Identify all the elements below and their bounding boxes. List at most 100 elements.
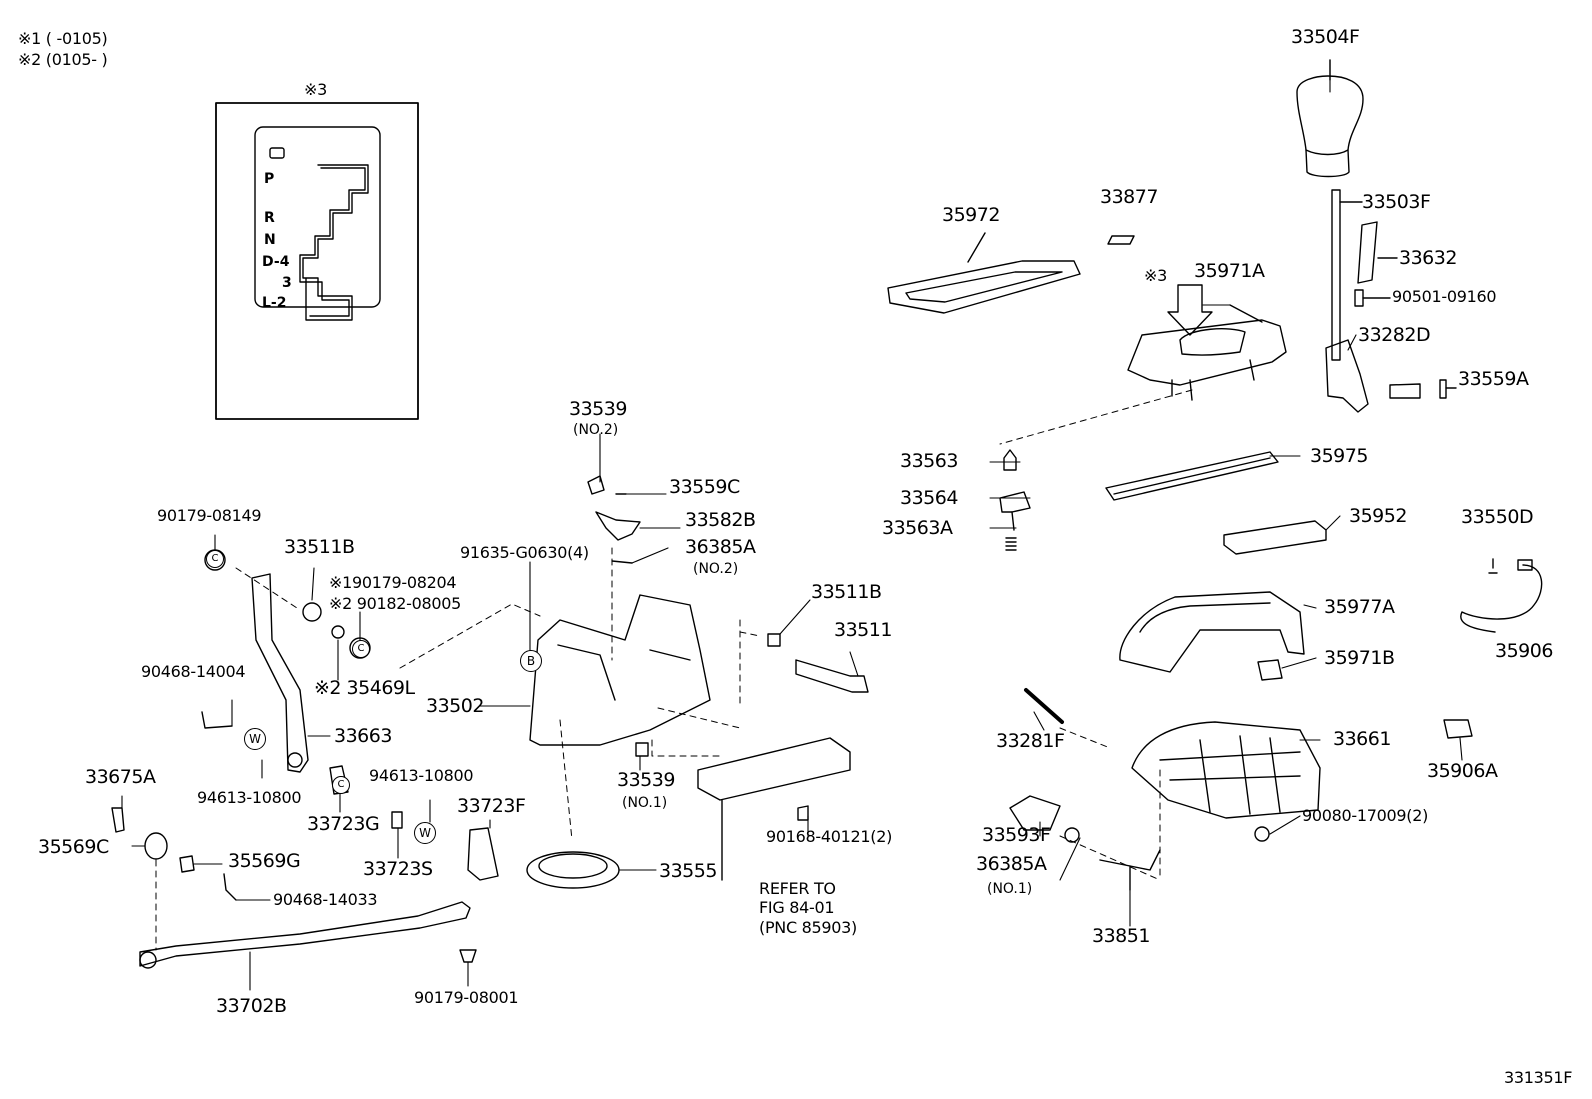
label-33582B: 33582B [685, 509, 756, 531]
refer-line-2: FIG 84-01 [759, 898, 835, 917]
pad-35952 [1223, 520, 1327, 555]
label-90179-08149: 90179-08149 [157, 506, 262, 525]
label-90501-09160: 90501-09160 [1392, 287, 1497, 306]
label-36385A-no1: 36385A [976, 853, 1047, 875]
bracket-33502 [529, 594, 711, 746]
label-33661: 33661 [1333, 728, 1391, 750]
badge-c-3: C [332, 776, 350, 794]
label-90179-08001: 90179-08001 [414, 988, 519, 1007]
label-94613-left: 94613-10800 [197, 788, 302, 807]
label-35971B: 35971B [1324, 647, 1395, 669]
bezel-35972 [887, 232, 1081, 314]
refer-line-1: REFER TO [759, 879, 836, 898]
label-35569G: 35569G [228, 850, 301, 872]
cover-35977A [1119, 591, 1305, 673]
label-33563: 33563 [900, 450, 958, 472]
label-33511B-right: 33511B [811, 581, 882, 603]
collar-35569G [179, 855, 195, 873]
bushing-35569C [144, 832, 168, 860]
label-36385A-no2: 36385A [685, 536, 756, 558]
label-no1-b: (NO.1) [987, 881, 1033, 897]
label-33663: 33663 [334, 725, 392, 747]
plate-33555 [526, 851, 620, 889]
nut-90080 [1254, 826, 1270, 842]
label-33563A: 33563A [882, 517, 953, 539]
washer-33511B-r [767, 633, 781, 647]
housing-33661 [1131, 721, 1321, 819]
label-33564: 33564 [900, 487, 958, 509]
label-33555: 33555 [659, 860, 717, 882]
small-parts-33539-group [587, 475, 641, 564]
label-33503F: 33503F [1362, 191, 1431, 213]
label-33593F: 33593F [982, 824, 1051, 846]
label-33504F: 33504F [1291, 26, 1360, 48]
pin-33281F [1024, 688, 1064, 724]
part-33877 [1107, 235, 1135, 245]
badge-c-1: C [206, 550, 224, 568]
label-no1-a: (NO.1) [622, 795, 668, 811]
part-33539-no1 [635, 742, 649, 757]
refer-line-3: (PNC 85903) [759, 918, 857, 937]
label-90468-14033: 90468-14033 [273, 890, 378, 909]
note-2: ※2 (0105- ) [18, 50, 108, 69]
label-35977A: 35977A [1324, 596, 1395, 618]
lever-33663 [251, 573, 309, 773]
label-33632: 33632 [1399, 247, 1457, 269]
label-35972: 35972 [942, 204, 1000, 226]
label-33559C: 33559C [669, 476, 740, 498]
label-33723G: 33723G [307, 813, 380, 835]
label-33877: 33877 [1100, 186, 1158, 208]
harness-35906 [1460, 558, 1543, 633]
label-33675A: 33675A [85, 766, 156, 788]
label-no2-b: (NO.2) [693, 561, 739, 577]
label-ref3: ※3 [1144, 266, 1167, 285]
view-arrow [1167, 284, 1213, 336]
part-35971B [1257, 659, 1283, 681]
badge-w-2: W [414, 822, 436, 844]
label-94613-right: 94613-10800 [369, 766, 474, 785]
label-no2-a: (NO.2) [573, 422, 619, 438]
badge-c-2: C [352, 640, 370, 658]
gate-p: P [264, 171, 275, 187]
plate-35975 [1105, 451, 1279, 501]
label-35569C: 35569C [38, 836, 109, 858]
note-1: ※1 ( -0105) [18, 29, 108, 48]
label-33502: 33502 [426, 695, 484, 717]
figure-code: 331351F [1504, 1068, 1573, 1087]
washer-33511B-l [302, 602, 322, 622]
unit-refer-84-01 [697, 737, 851, 881]
gate-n: N [264, 232, 276, 248]
label-35975: 35975 [1310, 445, 1368, 467]
button-parts [999, 449, 1031, 551]
label-33539-no2: 33539 [569, 398, 627, 420]
label-33702B: 33702B [216, 995, 287, 1017]
label-90080-17009: 90080-17009(2) [1302, 806, 1429, 825]
rod-33702B [139, 901, 471, 969]
bracket-33723F [467, 827, 499, 881]
label-33550D: 33550D [1461, 506, 1534, 528]
bolt-90179-08001 [459, 949, 477, 963]
label-35971A: 35971A [1194, 260, 1265, 282]
label-33282D: 33282D [1358, 324, 1431, 346]
label-33539-no1: 33539 [617, 769, 675, 791]
label-33559A: 33559A [1458, 368, 1529, 390]
label-33281F: 33281F [996, 730, 1065, 752]
label-35906: 35906 [1495, 640, 1553, 662]
gate-l2: L-2 [262, 295, 287, 311]
label-33851: 33851 [1092, 925, 1150, 947]
label-90182-08005: ※2 90182-08005 [329, 594, 462, 613]
label-35469L: ※2 35469L [314, 677, 415, 699]
gate-3: 3 [282, 275, 292, 291]
label-90179-08204: ※190179-08204 [329, 573, 457, 592]
label-35952: 35952 [1349, 505, 1407, 527]
clip-90468-14004 [201, 711, 233, 729]
washer-90182 [331, 625, 345, 639]
label-33511: 33511 [834, 619, 892, 641]
label-91635: 91635-G0630(4) [460, 543, 589, 562]
inset-shift-gate [215, 102, 419, 420]
label-33723S: 33723S [363, 858, 433, 880]
lower-linkage-parts [1009, 795, 1161, 891]
badge-w-1: W [244, 728, 266, 750]
